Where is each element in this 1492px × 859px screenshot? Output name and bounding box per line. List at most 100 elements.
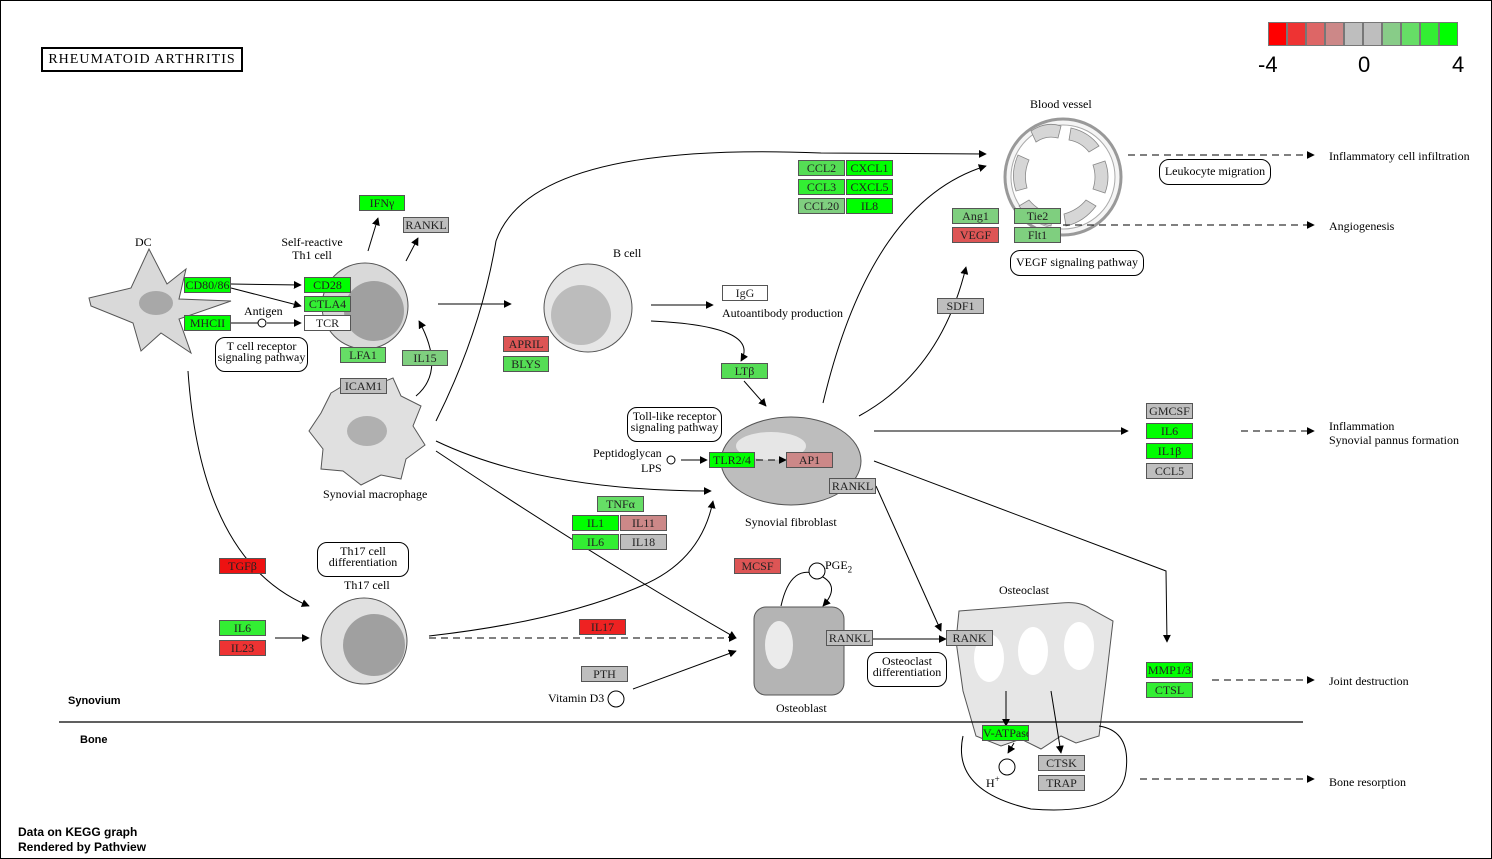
gene-node-il23[interactable]: IL23 <box>219 640 266 656</box>
gene-node-april[interactable]: APRIL <box>503 336 549 352</box>
leukocyte-migration-link[interactable]: Leukocyte migration <box>1159 159 1271 185</box>
gene-node-ccl20[interactable]: CCL20 <box>798 198 845 214</box>
gene-node-rank[interactable]: RANK <box>946 630 993 646</box>
lps-label: LPS <box>641 461 662 475</box>
gene-node-cd8086[interactable]: CD80/86 <box>184 277 231 293</box>
dc-label: DC <box>135 235 152 249</box>
gene-node-flt1[interactable]: Flt1 <box>1014 227 1061 243</box>
legend-swatch <box>1325 22 1344 46</box>
th17-label: Th17 cell <box>344 578 390 592</box>
bcell-label: B cell <box>613 246 642 260</box>
gene-node-ifng[interactable]: IFNγ <box>359 195 405 211</box>
gene-node-sdf1[interactable]: SDF1 <box>937 298 984 314</box>
gene-node-trap[interactable]: TRAP <box>1038 775 1085 791</box>
gene-node-ctsl[interactable]: CTSL <box>1146 682 1193 698</box>
gene-node-mcsf[interactable]: MCSF <box>734 558 781 574</box>
legend-swatch <box>1382 22 1401 46</box>
outcome-inflammation: Inflammation Synovial pannus formation <box>1329 419 1459 447</box>
gene-node-rankl3[interactable]: RANKL <box>826 630 873 646</box>
pge2-node <box>808 562 826 580</box>
gene-node-cxcl5[interactable]: CXCL5 <box>846 179 893 195</box>
gene-node-ccl5[interactable]: CCL5 <box>1146 463 1193 479</box>
outcome-joint-destruction: Joint destruction <box>1329 674 1409 688</box>
th17-diff-pathway-link[interactable]: Th17 cell differentiation <box>317 542 409 577</box>
gene-node-ccl3[interactable]: CCL3 <box>798 179 845 195</box>
gene-node-il1b[interactable]: IL1β <box>1146 443 1193 459</box>
gene-node-mmp13[interactable]: MMP1/3 <box>1146 662 1193 678</box>
gene-node-il18[interactable]: IL18 <box>620 534 667 550</box>
gene-node-il17[interactable]: IL17 <box>579 619 626 635</box>
proton-label: H+ <box>986 774 1000 790</box>
gene-node-ap1[interactable]: AP1 <box>786 452 833 468</box>
gene-node-vatpase[interactable]: V-ATPase <box>982 725 1029 741</box>
gene-node-tnfa[interactable]: TNFα <box>597 496 644 512</box>
gene-node-il8[interactable]: IL8 <box>846 198 893 214</box>
legend-swatch <box>1401 22 1420 46</box>
osteoblast-label: Osteoblast <box>776 701 827 715</box>
gene-node-rankl2[interactable]: RANKL <box>829 478 876 494</box>
gene-node-il6b[interactable]: IL6 <box>572 534 619 550</box>
gene-node-il6a[interactable]: IL6 <box>1146 423 1193 439</box>
legend-swatch <box>1363 22 1382 46</box>
vessel-label: Blood vessel <box>1030 97 1092 111</box>
gene-node-vegf[interactable]: VEGF <box>952 227 999 243</box>
footer-renderer: Rendered by Pathview <box>18 840 147 854</box>
gene-node-pth[interactable]: PTH <box>581 666 628 682</box>
legend-swatch <box>1306 22 1325 46</box>
gene-node-mhcii[interactable]: MHCII <box>184 315 231 331</box>
gene-node-ltb[interactable]: LTβ <box>721 363 768 379</box>
gene-node-icam1[interactable]: ICAM1 <box>340 378 387 394</box>
pgn-lps-node <box>666 455 676 465</box>
peptidoglycan-label: Peptidoglycan <box>593 446 662 460</box>
vegf-pathway-link[interactable]: VEGF signaling pathway <box>1010 250 1144 276</box>
vitd3-node <box>607 690 625 708</box>
gene-node-tlr24[interactable]: TLR2/4 <box>709 452 755 468</box>
gene-node-ccl2[interactable]: CCL2 <box>798 160 845 176</box>
outcome-angiogenesis: Angiogenesis <box>1329 219 1395 233</box>
legend-tick-min: -4 <box>1258 52 1278 77</box>
proton-node <box>998 758 1016 776</box>
gene-node-il15[interactable]: IL15 <box>402 350 448 366</box>
proton-superscript: + <box>994 774 1000 784</box>
vitd3-label: Vitamin D3 <box>548 691 605 705</box>
pge2-subscript: 2 <box>847 564 853 575</box>
gene-node-igg[interactable]: IgG <box>722 285 768 301</box>
legend-tick-max: 4 <box>1452 52 1465 77</box>
legend-swatch <box>1439 22 1458 46</box>
antigen-node <box>257 318 267 328</box>
outcome-bone-resorption: Bone resorption <box>1329 775 1406 789</box>
gene-node-gmcsf[interactable]: GMCSF <box>1146 403 1193 419</box>
gene-node-il11[interactable]: IL11 <box>620 515 667 531</box>
gene-node-ctla4[interactable]: CTLA4 <box>304 296 351 312</box>
gene-node-ctsk[interactable]: CTSK <box>1038 755 1085 771</box>
gene-node-blys[interactable]: BLYS <box>503 356 549 372</box>
tcr-pathway-link[interactable]: T cell receptor signaling pathway <box>215 337 308 372</box>
autoantibody-label: Autoantibody production <box>722 306 843 320</box>
footer-data-source: Data on KEGG graph <box>18 825 138 839</box>
gene-node-il6c[interactable]: IL6 <box>219 620 266 636</box>
osteoclast-diff-pathway-link[interactable]: Osteoclast differentiation <box>867 652 947 687</box>
gene-node-ang1[interactable]: Ang1 <box>952 208 999 224</box>
th1-label: Self-reactive Th1 cell <box>281 235 343 262</box>
pge2-label: PGE2 <box>825 558 853 575</box>
gene-node-cxcl1[interactable]: CXCL1 <box>846 160 893 176</box>
pathway-title: RHEUMATOID ARTHRITIS <box>41 47 243 72</box>
resorption-lacuna <box>961 725 1128 811</box>
gene-node-lfa1[interactable]: LFA1 <box>340 347 386 363</box>
outcome-inflammatory-infiltration: Inflammatory cell infiltration <box>1329 149 1470 163</box>
gene-node-tcr[interactable]: TCR <box>304 315 351 331</box>
fibroblast-label: Synovial fibroblast <box>745 515 837 529</box>
zone-synovium: Synovium <box>68 695 121 707</box>
gene-node-tgfb[interactable]: TGFβ <box>219 558 266 574</box>
gene-node-rankl1[interactable]: RANKL <box>403 217 449 233</box>
legend-tick-mid: 0 <box>1358 52 1371 77</box>
tlr-pathway-link[interactable]: Toll-like receptor signaling pathway <box>627 407 722 442</box>
gene-node-il1[interactable]: IL1 <box>572 515 619 531</box>
legend-swatch <box>1344 22 1363 46</box>
legend-swatch <box>1268 22 1287 46</box>
osteoclast-label: Osteoclast <box>999 583 1049 597</box>
gene-node-cd28[interactable]: CD28 <box>304 277 351 293</box>
gene-node-tie2[interactable]: Tie2 <box>1014 208 1061 224</box>
